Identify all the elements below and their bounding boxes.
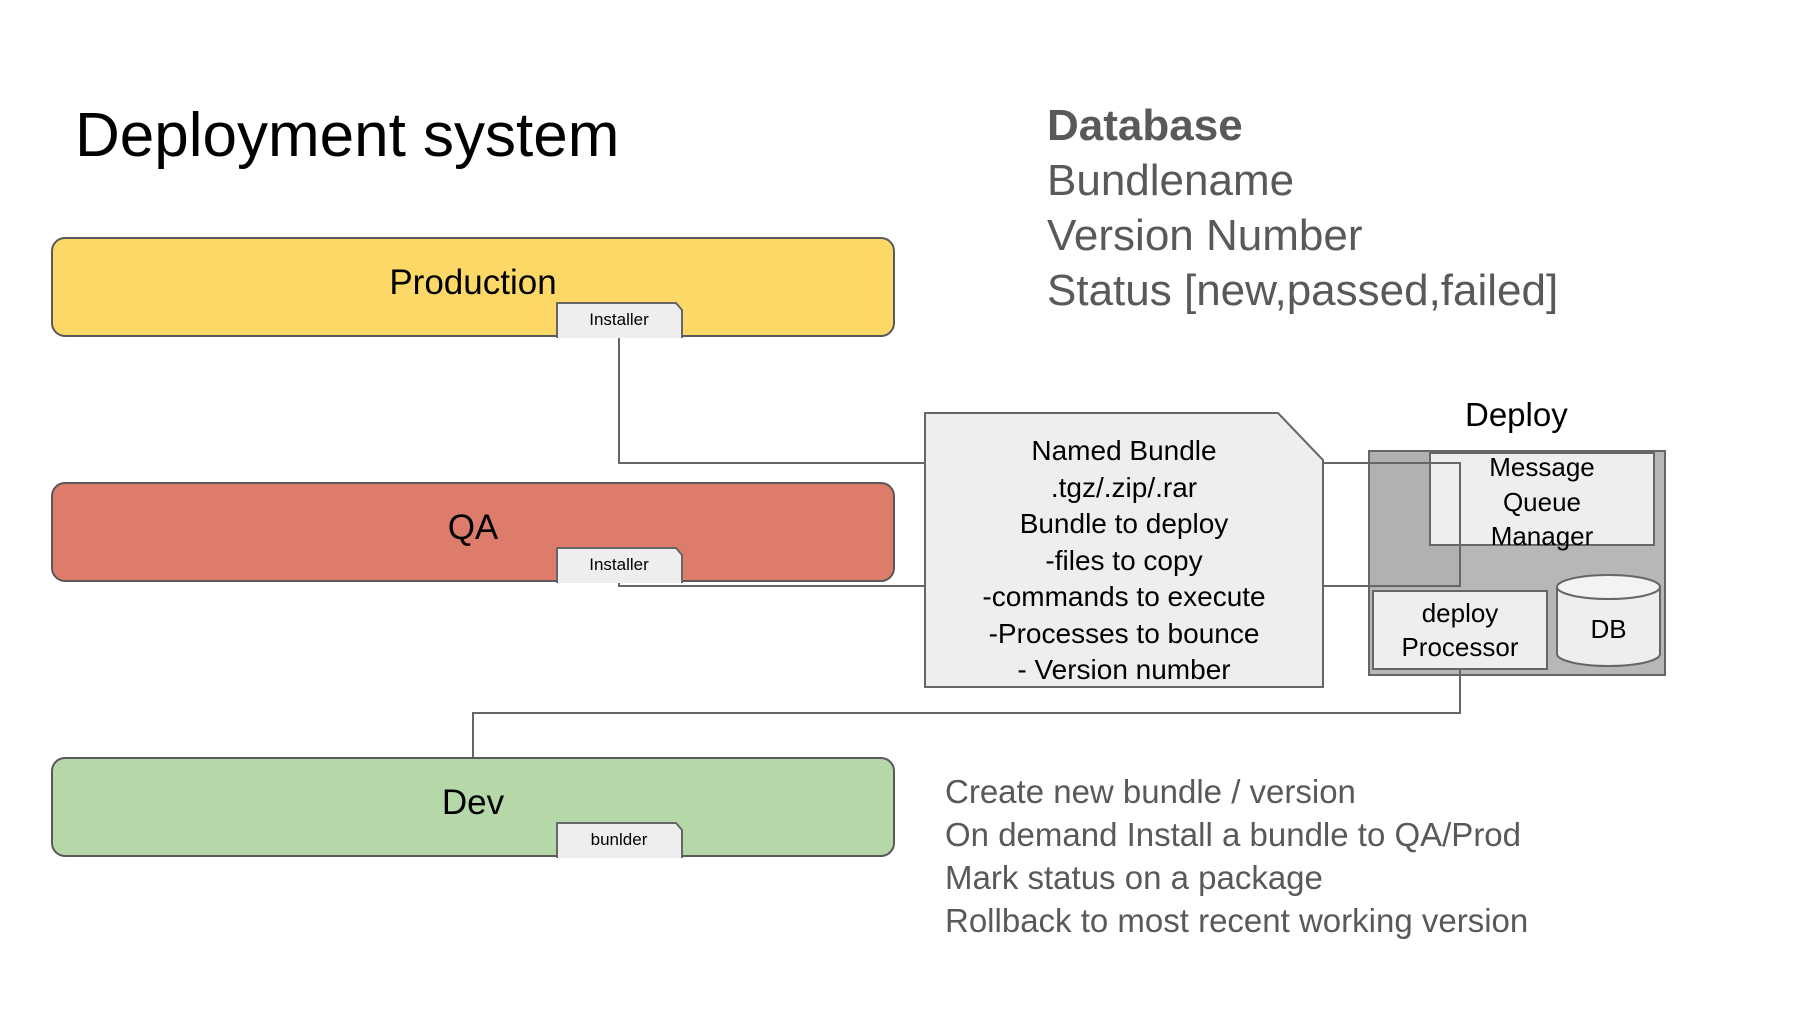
bundler-tab-dev-label: bunlder — [590, 830, 648, 849]
installer-tab-qa-label: Installer — [589, 555, 649, 574]
bundler-tab-dev[interactable] — [556, 822, 684, 859]
feature-item: On demand Install a bundle to QA/Prod — [945, 816, 1522, 853]
deploy-processor-box[interactable] — [1372, 590, 1548, 670]
page-title: Deployment system — [75, 101, 620, 170]
feature-item: Mark status on a package — [945, 859, 1323, 896]
installer-tab-production[interactable] — [556, 302, 684, 339]
installer-tab-production-label: Installer — [589, 310, 649, 329]
deploy-title: Deploy — [1465, 396, 1568, 433]
bundle-document[interactable] — [924, 412, 1324, 688]
env-qa-label: QA — [447, 508, 499, 547]
bundle-description: Named Bundle .tgz/.zip/.rar Bundle to de… — [925, 433, 1323, 689]
env-dev-label: Dev — [441, 783, 505, 822]
database-field: Version Number — [1047, 211, 1363, 260]
env-dev[interactable]: Dev — [51, 757, 895, 857]
feature-item: Rollback to most recent working version — [945, 902, 1529, 939]
deploy-processor-label: deploy Processor — [1373, 596, 1547, 664]
connector-processor-dev — [472, 669, 1461, 757]
connector-qa-bundle — [618, 582, 925, 587]
feature-item: Create new bundle / version — [945, 773, 1356, 810]
deploy-processor-line: Processor — [1401, 632, 1519, 662]
bundle-line: Bundle to deploy — [1019, 508, 1229, 539]
env-production[interactable]: Production — [51, 237, 895, 337]
connector-bundle-deploy — [1323, 462, 1461, 587]
bundle-line: -files to copy — [1045, 544, 1203, 576]
db-cylinder[interactable] — [1556, 574, 1661, 667]
message-queue-box[interactable] — [1429, 452, 1655, 546]
bundle-line: -commands to execute — [982, 581, 1266, 612]
database-field: Bundlename — [1047, 156, 1295, 205]
bundle-line: Named Bundle — [1031, 435, 1217, 466]
message-queue-line: Queue — [1502, 486, 1582, 517]
db-label: DB — [1590, 614, 1627, 644]
env-production-label: Production — [389, 263, 557, 302]
message-queue-label: Message Queue Manager — [1430, 450, 1654, 554]
bundle-line: - Version number — [1017, 654, 1231, 685]
database-notes-header: Database — [1047, 101, 1243, 150]
env-qa[interactable]: QA — [51, 482, 895, 582]
bundle-line: -Processes to bounce — [988, 617, 1260, 649]
database-notes: Database Bundlename Version Number Statu… — [1047, 98, 1558, 318]
features-list: Create new bundle / version On demand In… — [945, 770, 1528, 942]
bundle-line: .tgz/.zip/.rar — [1050, 471, 1198, 503]
message-queue-line: Manager — [1490, 521, 1594, 551]
database-field: Status [new,passed,failed] — [1047, 266, 1559, 315]
deploy-processor-line: deploy — [1421, 598, 1499, 628]
installer-tab-qa[interactable] — [556, 547, 684, 584]
connector-production-bundle — [618, 337, 925, 464]
message-queue-line: Message — [1489, 452, 1595, 482]
